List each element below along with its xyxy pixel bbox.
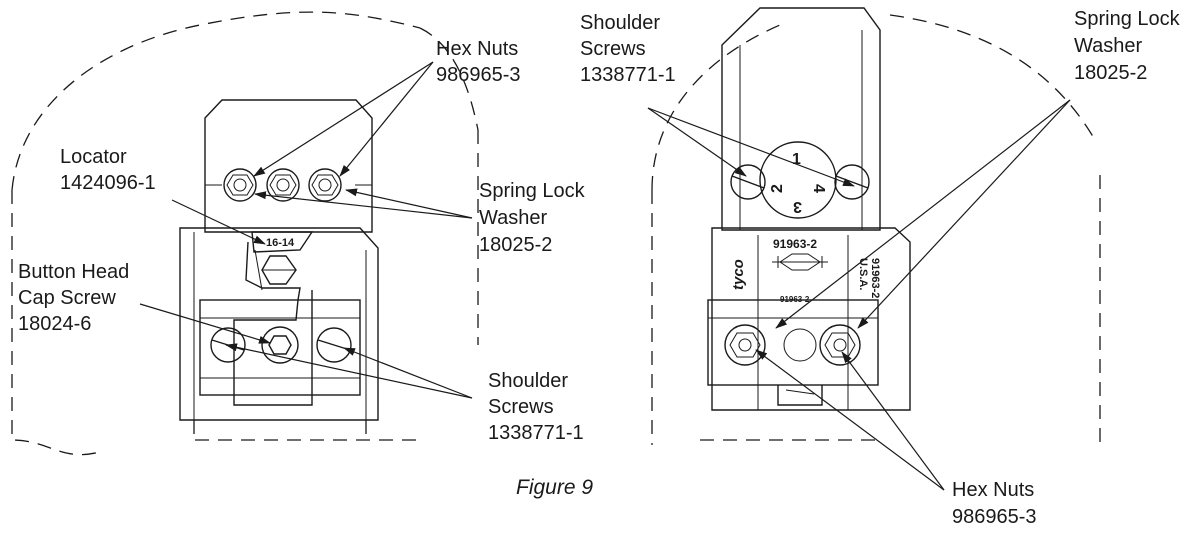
label-spring-lock-washer-left: Spring Lock Washer 18025-2 xyxy=(479,180,590,256)
left-lower-plate xyxy=(199,299,361,396)
right-shoulder-screw-b xyxy=(834,164,870,200)
stamp-part-number-small: 91963-2 xyxy=(780,295,810,304)
label-shoulder-screws-right: Shoulder Screws 1338771-1 xyxy=(580,12,676,86)
label-hex-nuts-left: Hex Nuts 986965-3 xyxy=(436,38,524,86)
left-hex-nut-1 xyxy=(223,168,257,202)
left-shoulder-screw-b xyxy=(316,327,352,363)
stamp-side-part: 91963-2 xyxy=(869,258,881,298)
stamp-part-number: 91963-2 xyxy=(773,237,817,251)
button-head-cap-screw xyxy=(261,326,299,364)
right-lower-plate xyxy=(707,299,879,386)
right-outer-frame xyxy=(711,227,911,411)
right-view: 1 2 3 4 tyco 91963-2 91963-2 U.S.A. 9196… xyxy=(580,7,1185,528)
label-spring-lock-washer-right: Spring Lock Washer 18025-2 xyxy=(1074,8,1185,84)
left-upper-block xyxy=(204,99,373,233)
right-hex-nut-2 xyxy=(819,324,861,366)
crimp-profile xyxy=(772,253,828,271)
label-button-head-cap-screw: Button Head Cap Screw 18024-6 xyxy=(18,261,135,335)
stamp-side-usa: U.S.A. xyxy=(857,258,869,290)
center-hole xyxy=(783,328,817,362)
cap-screw-socket-hex xyxy=(268,335,292,355)
figure-caption: Figure 9 xyxy=(516,476,593,499)
brand-tyco: tyco xyxy=(730,259,747,290)
label-shoulder-screws-left: Shoulder Screws 1338771-1 xyxy=(488,370,584,444)
die-marking-text: 16-14 xyxy=(266,237,295,249)
dial-number-2: 2 xyxy=(769,184,786,193)
left-hex-nut-3 xyxy=(308,168,342,202)
label-locator: Locator 1424096-1 xyxy=(60,146,156,194)
right-hex-nut-1 xyxy=(724,324,766,366)
indicator-dial xyxy=(759,141,837,219)
locator xyxy=(233,241,313,406)
right-upper-block xyxy=(721,7,881,231)
left-tool-outline xyxy=(11,11,421,191)
left-die-frame xyxy=(179,227,379,421)
left-hex-nut-2 xyxy=(266,168,300,202)
dial-number-1: 1 xyxy=(792,151,801,168)
label-hex-nuts-right: Hex Nuts 986965-3 xyxy=(952,479,1040,528)
die-marking-plate xyxy=(251,231,314,253)
right-tool-outline xyxy=(651,24,781,191)
dial-number-3: 3 xyxy=(793,198,802,215)
right-shoulder-screw-a xyxy=(730,164,766,200)
dial-number-4: 4 xyxy=(810,184,827,193)
right-bottom-tab xyxy=(777,385,823,406)
left-view: 16-14 xyxy=(11,11,590,456)
